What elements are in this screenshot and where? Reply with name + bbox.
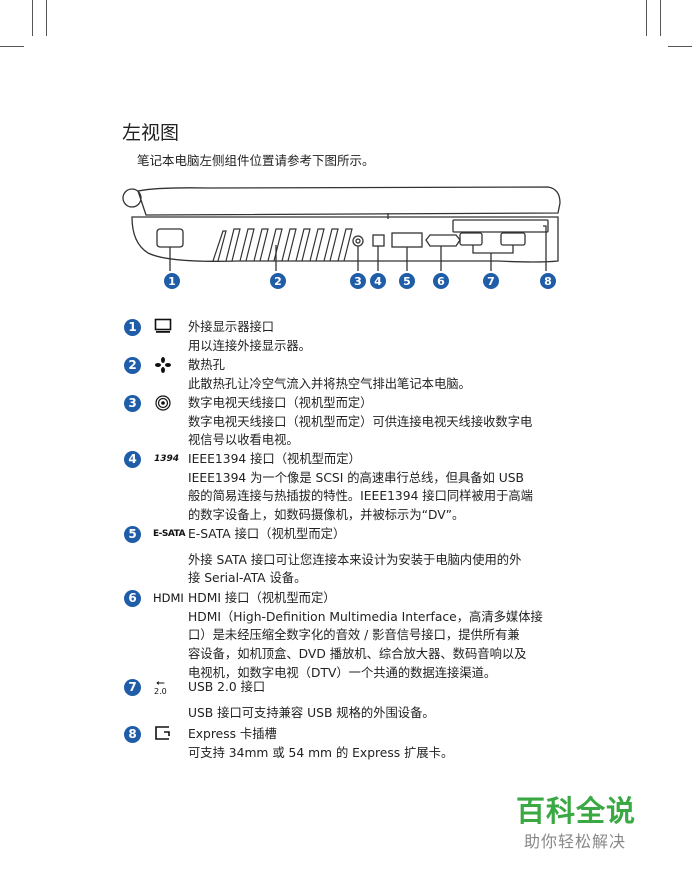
svg-text:7: 7 <box>487 275 495 288</box>
item-title: IEEE1394 接口（视机型而定） <box>188 452 361 466</box>
crop-mark <box>0 46 24 47</box>
watermark-title: 百科全说 <box>516 794 637 828</box>
callout-8 <box>540 273 556 289</box>
crop-mark <box>46 0 47 36</box>
hdmi-icon: HDMI <box>153 591 184 605</box>
callout-number: 3 <box>124 395 141 412</box>
watermark-subtitle: 助你轻松解决 <box>524 832 627 851</box>
item-desc: 外接 SATA 接口可让您连接本来设计为安装于电脑内使用的外 <box>188 552 522 567</box>
item-desc: 此散热孔让冷空气流入并将热空气排出笔记本电脑。 <box>188 376 471 391</box>
svg-text:5: 5 <box>403 275 411 288</box>
item-title: 散热孔 <box>188 358 225 372</box>
svg-text:8: 8 <box>544 275 552 288</box>
item-title: HDMI 接口（视机型而定） <box>188 591 336 605</box>
monitor-icon <box>154 318 172 339</box>
callout-number: 8 <box>124 726 141 743</box>
page-title: 左视图 <box>122 122 180 144</box>
svg-text:6: 6 <box>437 275 445 288</box>
item-desc: 电视机，如数字电视（DTV）一个共通的数据连接渠道。 <box>188 665 497 680</box>
item-desc: 接 Serial-ATA 设备。 <box>188 571 307 586</box>
svg-text:2: 2 <box>274 275 282 288</box>
item-title: 数字电视天线接口（视机型而定） <box>188 396 373 410</box>
svg-text:3: 3 <box>354 275 362 288</box>
callout-6 <box>433 273 449 289</box>
usb-icon: ⭠ 2.0 <box>154 676 167 696</box>
svg-text:1: 1 <box>168 275 176 288</box>
item-desc: 数字电视天线接口（视机型而定）可供连接电视天线接收数字电 <box>188 414 533 429</box>
item-desc: 般的简易连接与热插拔的特性。IEEE1394 接口同样被用于高端 <box>188 489 533 504</box>
callout-number: 7 <box>124 679 141 696</box>
item-desc: USB 接口可支持兼容 USB 规格的外围设备。 <box>188 705 435 720</box>
item-desc: 容设备，如机顶盒、DVD 播放机、综合放大器、数码音响以及 <box>188 647 527 662</box>
item-desc: IEEE1394 为一个像是 SCSI 的高速串行总线，但具备如 USB <box>188 470 524 485</box>
antenna-icon <box>154 394 172 417</box>
esata-icon: E-SATA <box>153 529 186 539</box>
callout-number: 4 <box>124 451 141 468</box>
callout-number: 5 <box>124 526 141 543</box>
crop-mark <box>32 0 33 36</box>
callout-1 <box>164 273 180 289</box>
item-desc: 视信号以收看电视。 <box>188 433 299 448</box>
crop-mark <box>668 46 692 47</box>
callout-number: 6 <box>124 590 141 607</box>
crop-mark <box>646 0 647 36</box>
callout-number: 1 <box>124 319 141 336</box>
crop-mark <box>660 0 661 36</box>
item-desc: 用以连接外接显示器。 <box>188 338 311 353</box>
callout-3 <box>350 273 366 289</box>
item-title: 外接显示器接口 <box>188 320 275 334</box>
item-desc: 的数字设备上，如数码摄像机，并被标示为“DV”。 <box>188 508 465 523</box>
callout-number: 2 <box>124 357 141 374</box>
item-desc: 口）是未经压缩全数字化的音效 / 影音信号接口，提供所有兼 <box>188 628 520 643</box>
callout-5 <box>399 273 415 289</box>
item-desc: 可支持 34mm 或 54 mm 的 Express 扩展卡。 <box>188 745 454 760</box>
item-title: Express 卡插槽 <box>188 727 277 741</box>
usb-version-label: 2.0 <box>154 687 167 696</box>
ieee1394-icon: 1394 <box>154 454 180 464</box>
item-title: USB 2.0 接口 <box>188 680 266 694</box>
fan-icon <box>154 356 172 379</box>
item-title: E-SATA 接口（视机型而定） <box>188 527 346 541</box>
item-desc: HDMI（High-Definition Multimedia Interfac… <box>188 609 543 624</box>
expresscard-icon <box>154 725 172 746</box>
callout-4 <box>370 273 386 289</box>
svg-text:4: 4 <box>374 275 382 288</box>
callout-2 <box>270 273 286 289</box>
callout-7 <box>483 273 499 289</box>
intro-text: 笔记本电脑左侧组件位置请参考下图所示。 <box>137 153 375 168</box>
